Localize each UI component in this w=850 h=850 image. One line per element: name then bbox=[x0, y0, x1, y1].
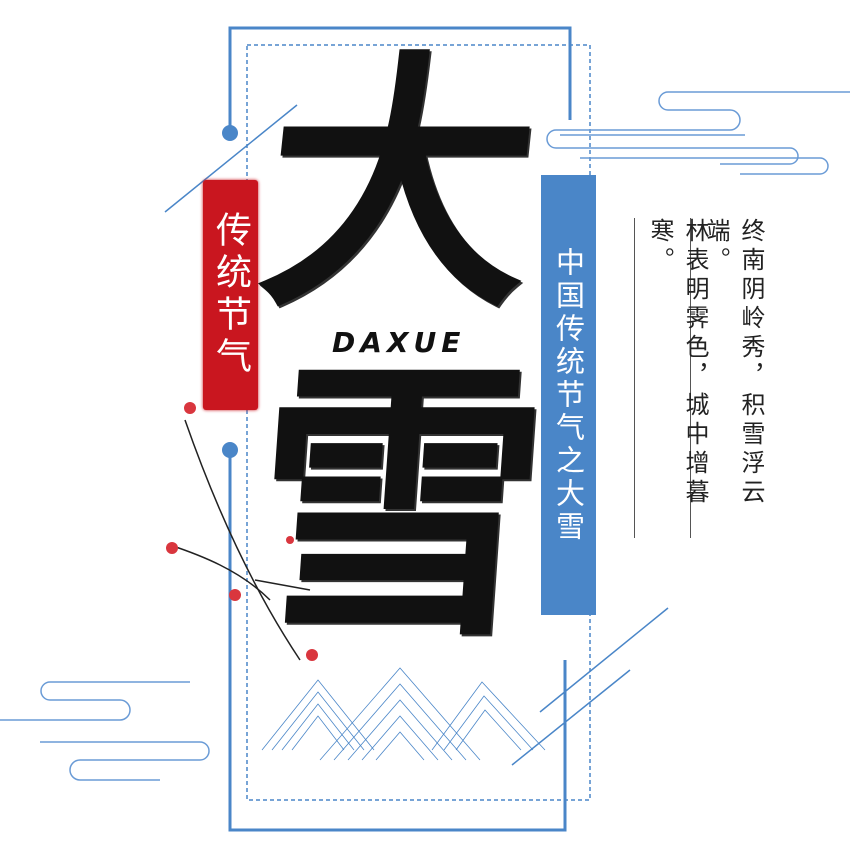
traditional-solar-term-seal: 传统节气 bbox=[203, 180, 258, 410]
title-char-xue: 雪 bbox=[243, 335, 557, 675]
subtitle-text: 中国传统节气之大雪 bbox=[551, 246, 586, 544]
title-char-da: 大 bbox=[248, 26, 552, 344]
plum-branch-icon bbox=[169, 419, 311, 661]
subtitle-box: 中国传统节气之大雪 bbox=[541, 175, 596, 615]
poem-line-1: 终南阴岭秀，积雪浮云端。 bbox=[690, 218, 769, 538]
poem-line-2: 林表明霁色，城中增暮寒。 bbox=[634, 218, 713, 538]
pinyin-title: DAXUE bbox=[328, 326, 470, 359]
